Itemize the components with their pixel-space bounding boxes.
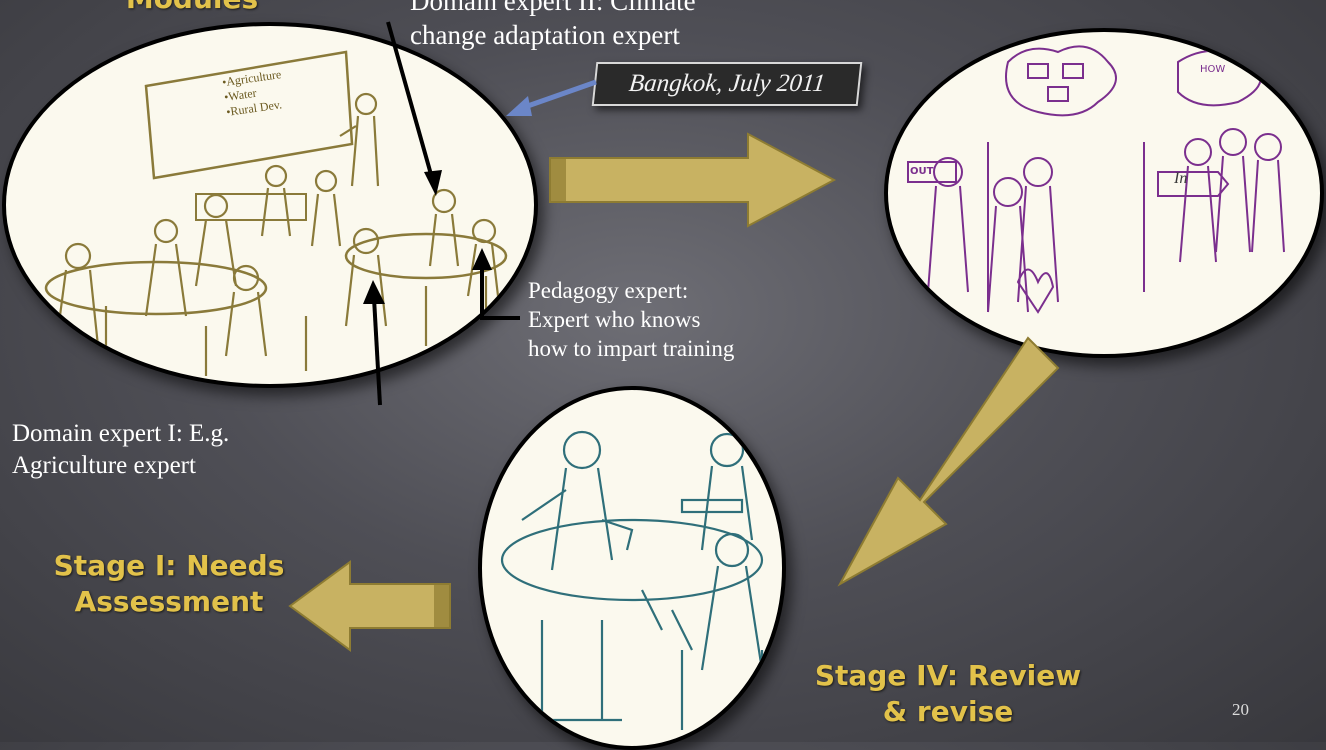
stage-4-line-2: & revise	[882, 695, 1014, 728]
stage-1-line-2: Assessment	[74, 585, 264, 618]
meeting-sketch	[500, 430, 764, 730]
out-in-sketch	[907, 45, 1285, 314]
pedagogy-expert-callout: Pedagogy expert: Expert who knows how to…	[528, 276, 848, 363]
stage-4-line-1: Stage IV: Review	[814, 659, 1082, 692]
out-sign: OUT	[910, 166, 934, 177]
out-in-illustration: OUT In HOW	[884, 28, 1324, 358]
board-list: •Agriculture •Water •Rural Dev.	[221, 67, 286, 120]
how-label: HOW	[1200, 64, 1226, 75]
callout-line-1: Domain expert II: Climate	[410, 0, 696, 16]
domain-expert-1-line-1: Domain expert I: E.g.	[12, 420, 230, 447]
slide-number: 20	[1232, 700, 1249, 719]
stage-1-line-1: Stage I: Needs	[53, 549, 285, 582]
in-sign: In	[1174, 170, 1188, 187]
arrow-right-icon	[549, 132, 837, 228]
bangkok-label: Bangkok, July 2011	[591, 62, 863, 106]
callout-line-2: change adaptation expert	[410, 20, 680, 50]
domain-expert-1-line-2: Agriculture expert	[12, 452, 196, 479]
pedagogy-line-1: Pedagogy expert:	[528, 278, 689, 303]
arrow-down-left-icon	[837, 336, 1060, 587]
meeting-illustration	[478, 386, 786, 750]
stage-4-label: Stage IV: Review & revise	[798, 658, 1098, 730]
stage-title-partial: Modules	[112, 0, 272, 15]
pedagogy-line-3: how to impart training	[528, 336, 735, 361]
classroom-illustration: •Agriculture •Water •Rural Dev.	[2, 22, 538, 388]
stage-1-label: Stage I: Needs Assessment	[24, 548, 314, 620]
classroom-sketch	[44, 50, 508, 376]
domain-expert-2-callout: Domain expert II: Climate change adaptat…	[410, 0, 830, 52]
domain-expert-1-callout: Domain expert I: E.g. Agriculture expert	[12, 418, 352, 482]
pedagogy-line-2: Expert who knows	[528, 307, 701, 332]
arrow-left-icon	[288, 560, 451, 652]
